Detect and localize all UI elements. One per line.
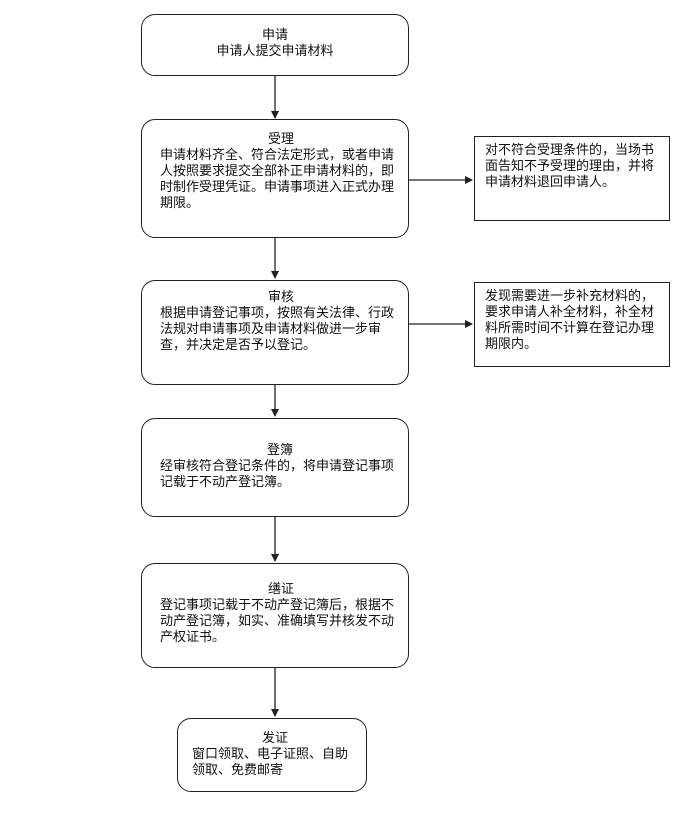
step-accept: 受理 申请材料齐全、符合法定形式，或者申请人按照要求提交全部补正申请材料的，即时… (141, 119, 409, 238)
step-apply-body: 申请人提交申请材料 (216, 44, 334, 59)
step-register-title: 登簿 (266, 443, 293, 458)
step-accept-title: 受理 (267, 132, 294, 147)
step-issue: 发证 窗口领取、电子证照、自助领取、免费邮寄 (177, 718, 367, 792)
step-certify-body: 登记事项记载于不动产登记簿后，根据不动产登记簿，如实、准确填写并核发不动产权证书… (160, 598, 395, 645)
step-issue-body: 窗口领取、电子证照、自助领取、免费邮寄 (192, 747, 349, 778)
step-apply: 申请 申请人提交申请材料 (141, 14, 409, 76)
step-accept-body: 申请材料齐全、符合法定形式，或者申请人按照要求提交全部补正申请材料的，即时制作受… (160, 148, 395, 211)
note-reject-text: 对不符合受理条件的，当场书面告知不予受理的理由，并将申请材料退回申请人。 (485, 143, 655, 190)
note-supplement: 发现需要进一步补充材料的，要求申请人补全材料，补全材料所需时间不计算在登记办理期… (474, 282, 670, 367)
step-review-title: 审核 (267, 290, 294, 305)
note-supplement-text: 发现需要进一步补充材料的，要求申请人补全材料，补全材料所需时间不计算在登记办理期… (485, 289, 655, 352)
step-certify-title: 缮证 (267, 582, 294, 597)
step-review: 审核 根据申请登记事项，按照有关法律、行政法规对申请事项及申请材料做进一步审查，… (141, 280, 409, 385)
step-apply-title: 申请 (261, 28, 288, 43)
step-issue-title: 发证 (261, 731, 288, 746)
step-review-body: 根据申请登记事项，按照有关法律、行政法规对申请事项及申请材料做进一步审查，并决定… (160, 306, 395, 353)
step-register: 登簿 经审核符合登记条件的，将申请登记事项记载于不动产登记簿。 (141, 418, 409, 517)
step-register-body: 经审核符合登记条件的，将申请登记事项记载于不动产登记簿。 (160, 459, 395, 490)
note-reject: 对不符合受理条件的，当场书面告知不予受理的理由，并将申请材料退回申请人。 (474, 136, 670, 221)
step-certify: 缮证 登记事项记载于不动产登记簿后，根据不动产登记簿，如实、准确填写并核发不动产… (141, 563, 409, 668)
